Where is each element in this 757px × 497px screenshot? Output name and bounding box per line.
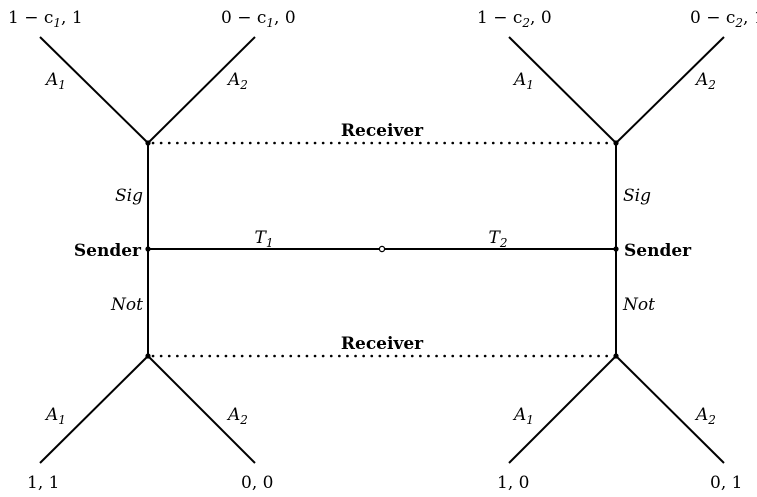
payoff-top-left-a2: 0 − c1, 0 — [221, 8, 296, 30]
label-bottom-right-a2: A2 — [694, 405, 716, 427]
payoff-top-right-a2: 0 − c2, 1 — [690, 8, 757, 30]
label-right-not: Not — [622, 295, 655, 315]
node-receiver-top-left — [145, 140, 151, 146]
receiver-label-bottom: Receiver — [341, 334, 424, 354]
sender-label-left: Sender — [74, 241, 142, 261]
edge-bottom-right-a2 — [615, 355, 725, 464]
payoff-bottom-left-a2: 0, 0 — [241, 473, 273, 493]
edge-top-right-a2 — [615, 36, 725, 144]
payoff-bottom-right-a1: 1, 0 — [497, 473, 529, 493]
payoff-bottom-right-a2: 0, 1 — [710, 473, 742, 493]
label-right-sig: Sig — [623, 186, 651, 206]
receiver-label-top: Receiver — [341, 121, 424, 141]
node-receiver-bottom-left — [145, 353, 151, 359]
payoff-top-left-a1: 1 − c1, 1 — [8, 8, 83, 30]
label-type-1: T1 — [255, 228, 274, 250]
label-left-sig: Sig — [115, 186, 143, 206]
node-sender-left — [145, 246, 151, 252]
edge-bottom-right-a1 — [508, 355, 617, 464]
payoff-top-right-a1: 1 − c2, 0 — [477, 8, 552, 30]
node-sender-right — [613, 246, 619, 252]
edge-top-right-a1 — [508, 36, 617, 144]
label-bottom-right-a1: A1 — [512, 405, 534, 427]
sender-label-right: Sender — [624, 241, 692, 261]
label-top-right-a1: A1 — [512, 70, 534, 92]
node-receiver-bottom-right — [613, 353, 619, 359]
label-type-2: T2 — [489, 228, 508, 250]
edge-top-left-a2 — [147, 36, 256, 144]
label-top-left-a1: A1 — [44, 70, 66, 92]
label-top-left-a2: A2 — [226, 70, 248, 92]
label-bottom-left-a1: A1 — [44, 405, 66, 427]
node-receiver-top-right — [613, 140, 619, 146]
node-nature — [378, 245, 386, 253]
edge-bottom-left-a1 — [39, 355, 149, 464]
edge-top-left-a1 — [39, 36, 149, 144]
label-left-not: Not — [110, 295, 143, 315]
edge-bottom-left-a2 — [147, 355, 256, 464]
payoff-bottom-left-a1: 1, 1 — [27, 473, 59, 493]
label-bottom-left-a2: A2 — [226, 405, 248, 427]
label-top-right-a2: A2 — [694, 70, 716, 92]
